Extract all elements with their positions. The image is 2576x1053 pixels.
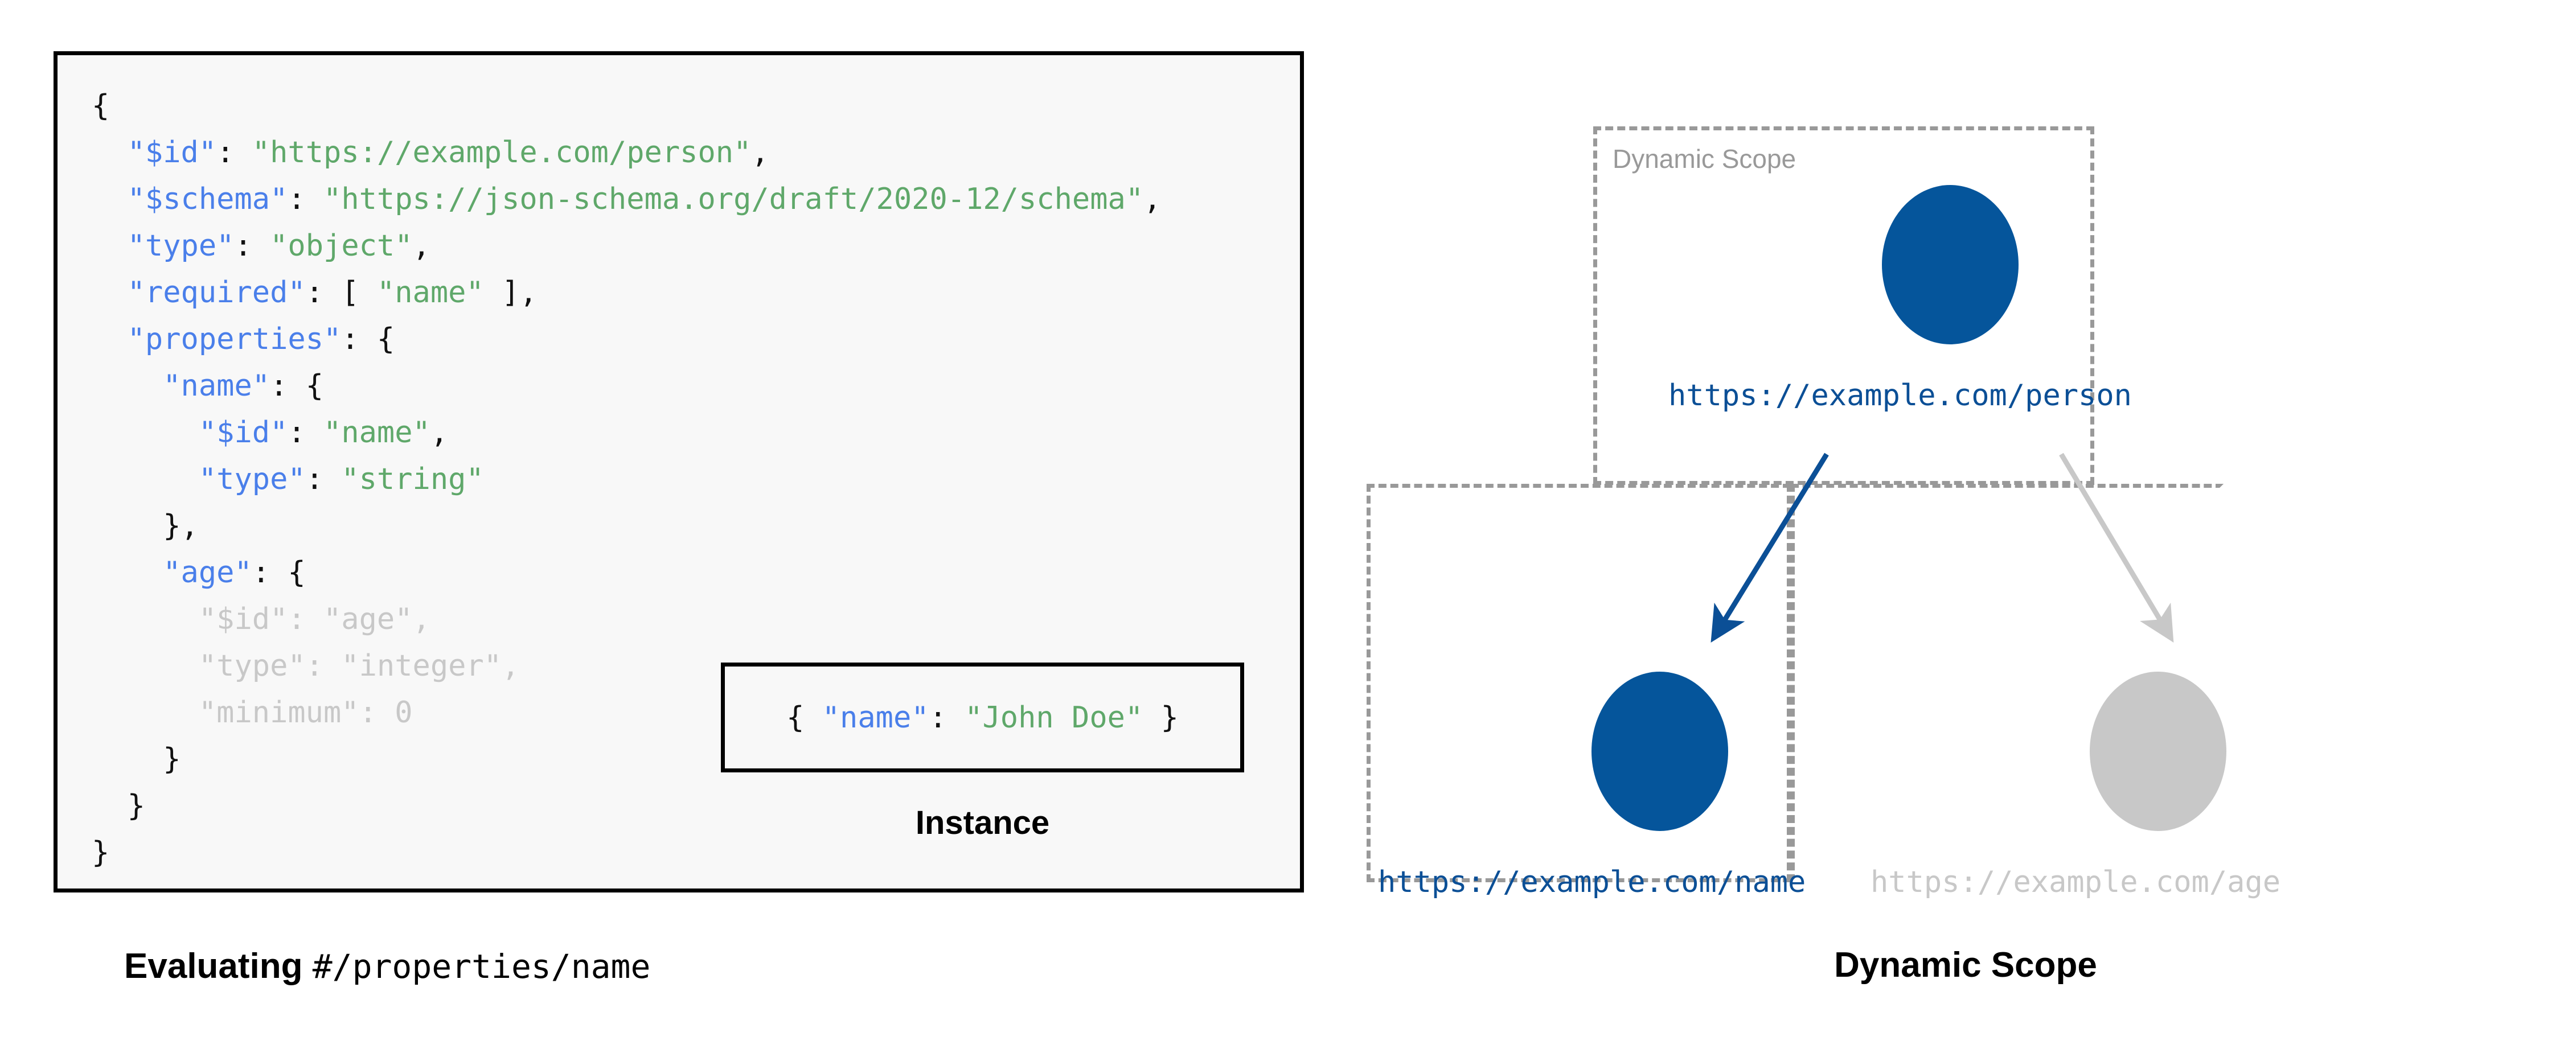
code-line: } (92, 742, 181, 776)
scope-box-top (1593, 126, 2094, 485)
code-line: "type": "integer", (92, 649, 520, 683)
scope-box-label: Dynamic Scope (1613, 144, 1796, 174)
code-token-key: "name" (163, 369, 270, 403)
schema-code-text: { "$id": "https://example.com/person", "… (92, 83, 1161, 876)
code-token-dim: "$id": "age", (198, 602, 430, 636)
code-token-pun: : (288, 182, 324, 216)
code-line: }, (92, 509, 199, 543)
node-label-age: https://example.com/age (1871, 865, 2281, 899)
code-token-key: "required" (127, 275, 306, 310)
code-token-pun: , (1143, 182, 1162, 216)
code-line: "properties": { (92, 322, 395, 356)
node-person (1882, 185, 2019, 344)
code-token-str: "string" (341, 462, 484, 496)
code-line: "required": [ "name" ], (92, 275, 538, 310)
code-line: "name": { (92, 369, 323, 403)
code-token-key: "name" (822, 700, 929, 735)
node-name (1591, 672, 1728, 831)
code-line: "$id": "age", (92, 602, 430, 636)
left-caption-pointer: #/properties/name (312, 947, 651, 986)
code-token-key: "type" (127, 229, 235, 263)
code-token-str: "name" (376, 275, 484, 310)
code-token-pun: : (305, 462, 342, 496)
dynamic-scope-diagram: Dynamic Scope https://example.com/person… (1355, 91, 2576, 916)
code-token-str: "object" (270, 229, 413, 263)
scope-box-left (1367, 484, 1791, 882)
code-token-pun: } (127, 789, 145, 823)
code-line: "type": "string" (92, 462, 484, 496)
code-token-key: "type" (198, 462, 306, 496)
code-token-pun: }, (163, 509, 199, 543)
code-token-key: "age" (163, 556, 252, 590)
code-token-pun: : (216, 135, 252, 170)
code-token-pun: : { (341, 322, 395, 356)
edge-person-to-name (1711, 453, 1829, 643)
code-line: "$id": "https://example.com/person", (92, 135, 769, 170)
code-token-pun: , (430, 416, 449, 450)
code-token-key: "$id" (198, 416, 288, 450)
code-token-pun: { (786, 700, 822, 735)
edge-person-to-age (2059, 453, 2174, 643)
code-line: "minimum": 0 (92, 696, 413, 730)
code-token-pun: ], (483, 275, 538, 310)
code-token-pun: : [ (305, 275, 377, 310)
instance-caption: Instance (915, 804, 1050, 841)
code-token-key: "properties" (127, 322, 342, 356)
schema-code-panel: { "$id": "https://example.com/person", "… (54, 51, 1304, 892)
code-line: "$schema": "https://json-schema.org/draf… (92, 182, 1162, 216)
right-figure-caption: Dynamic Scope (1834, 945, 2097, 985)
code-token-str: "https://example.com/person" (252, 135, 752, 170)
code-token-pun: : (234, 229, 270, 263)
code-token-pun: } (163, 742, 181, 776)
code-line: { (92, 89, 109, 123)
code-line: } (92, 789, 145, 823)
instance-code-text: { "name": "John Doe" } (786, 701, 1179, 735)
code-token-pun: , (751, 135, 769, 170)
code-line: "type": "object", (92, 229, 430, 263)
instance-box: { "name": "John Doe" } (721, 663, 1244, 772)
code-token-pun: , (412, 229, 430, 263)
code-token-dim: "minimum": 0 (198, 696, 413, 730)
code-token-pun: { (92, 89, 110, 123)
code-token-pun: : { (252, 556, 306, 590)
code-token-str: "name" (323, 416, 430, 450)
code-token-str: "John Doe" (965, 700, 1143, 735)
code-token-dim: "type": "integer", (198, 649, 520, 683)
code-line: "$id": "name", (92, 416, 448, 450)
code-token-pun: : (929, 700, 965, 735)
diagram-edges (1711, 453, 2174, 643)
node-age (2090, 672, 2226, 831)
left-figure-caption: Evaluating #/properties/name (124, 946, 650, 986)
node-label-person: https://example.com/person (1668, 379, 2132, 413)
code-token-key: "$schema" (127, 182, 288, 216)
code-token-pun: : (288, 416, 324, 450)
code-token-key: "$id" (127, 135, 217, 170)
code-line: } (92, 836, 109, 870)
code-token-pun: } (92, 836, 110, 870)
code-token-pun: : { (270, 369, 323, 403)
left-caption-bold: Evaluating (124, 947, 303, 986)
scope-box-right (1791, 484, 2224, 882)
code-token-pun: } (1143, 700, 1179, 735)
code-line: "age": { (92, 556, 306, 590)
code-token-str: "https://json-schema.org/draft/2020-12/s… (323, 182, 1144, 216)
node-label-name: https://example.com/name (1378, 865, 1806, 899)
